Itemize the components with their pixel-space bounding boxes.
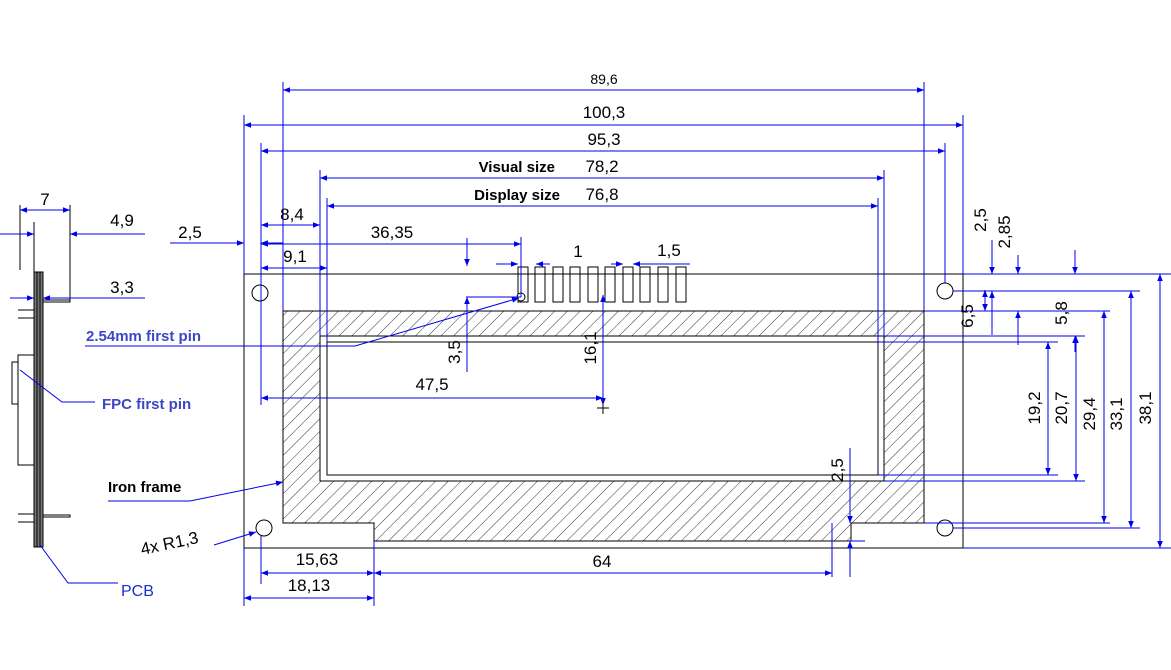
dim-2-5-right: 2,5 [971,208,990,232]
dim-47-5: 47,5 [415,375,448,394]
pcb-outline [243,273,964,549]
dimension-text: 89,6 100,3 95,3 Visual size 78,2 Display… [178,71,1155,595]
fpc-pins [517,266,687,303]
iron-frame-label: Iron frame [108,479,181,496]
dim-38-1: 38,1 [1136,391,1155,424]
mounting-hole-bottom-right [936,519,954,537]
dim-29-4: 29,4 [1080,397,1099,430]
dim-36-35: 36,35 [371,223,414,242]
dim-18-13: 18,13 [288,576,331,595]
display-size-label: Display size [474,187,560,204]
dimension-lines [170,87,1163,601]
dim-19-2: 19,2 [1025,391,1044,424]
side-iron-frame [43,299,71,303]
dim-95-3: 95,3 [587,130,620,149]
dim-visual-size: 78,2 [585,157,618,176]
dim-5-8: 5,8 [1052,301,1071,325]
extension-lines [243,82,1171,606]
dim-20-7: 20,7 [1052,391,1071,424]
first-pin-254-label: 2.54mm first pin [86,328,201,345]
fpc-connector [17,354,35,466]
dim-64: 64 [593,552,612,571]
side-dim-3-3: 3,3 [110,278,134,297]
fpc-first-pin-label: FPC first pin [102,396,191,413]
dim-100-3: 100,3 [583,103,626,122]
dim-33-1: 33,1 [1107,397,1126,430]
leader-lines [85,297,520,546]
dim-2-85: 2,85 [995,215,1014,248]
dim-2-5-left: 2,5 [178,223,202,242]
dim-2-5-bottom: 2,5 [828,458,847,482]
dim-8-4: 8,4 [280,205,304,224]
side-dim-4-9: 4,9 [110,211,134,230]
side-view: 7 4,9 3,3 FPC first pin PCB [0,190,191,600]
dim-9-1: 9,1 [283,247,307,266]
pcb-label: PCB [121,583,154,600]
dim-89-6: 89,6 [590,71,617,87]
visual-size-label: Visual size [479,159,555,176]
side-dim-7: 7 [40,190,49,209]
dim-15-63: 15,63 [296,550,339,569]
dim-6-5: 6,5 [958,304,977,328]
dim-display-size: 76,8 [585,185,618,204]
callout-labels: 2.54mm first pin Iron frame 4x R1,3 [86,328,201,559]
pcb-board [33,271,44,548]
dim-3-5: 3,5 [445,340,464,364]
mounting-hole-bottom-left [255,519,273,537]
holes-label: 4x R1,3 [139,528,200,559]
dim-pin-pitch: 1 [573,242,582,261]
dim-16-1: 16,1 [581,331,600,364]
mounting-hole-top-left [251,284,269,302]
dim-pin-width: 1,5 [657,241,681,260]
mounting-hole-top-right [936,282,954,300]
